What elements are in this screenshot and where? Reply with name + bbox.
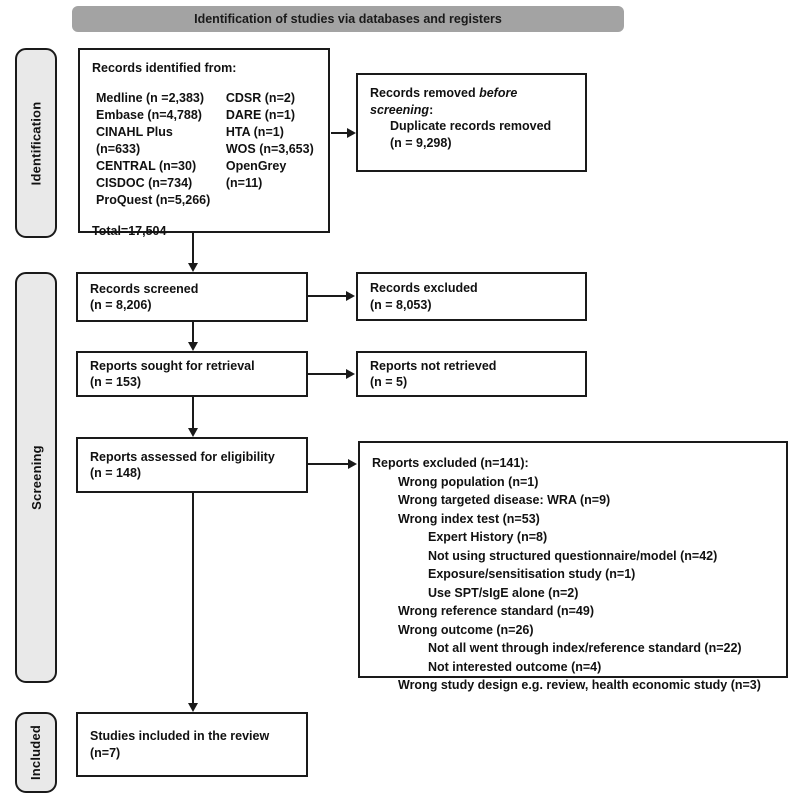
arrow-assessed-to-included-line: [192, 493, 194, 704]
arrow-identified-to-screened-head: [188, 263, 198, 272]
reports-sought-label: Reports sought for retrieval: [90, 358, 255, 373]
records-removed-detail: Duplicate records removed: [390, 119, 552, 133]
exclusion-reason-sub: Expert History (n=8): [428, 530, 548, 544]
exclusion-reason-sub: Use SPT/sIgE alone (n=2): [428, 585, 579, 600]
exclusion-reason: Wrong index test (n=53): [398, 511, 540, 526]
arrow-assessed-to-excluded-line: [308, 463, 349, 465]
arrow-screened-to-sought-line: [192, 322, 194, 343]
database-count: CDSR (n=2): [225, 90, 295, 105]
records-removed-count: (n = 9,298): [390, 135, 452, 150]
box-records-excluded: Records excluded (n = 8,053): [356, 272, 587, 321]
arrow-screened-to-excluded-head: [346, 291, 355, 301]
arrow-screened-to-excluded-line: [308, 295, 347, 297]
box-reports-assessed: Reports assessed for eligibility (n = 14…: [76, 437, 308, 493]
records-removed-title: Records removed before screening:: [370, 86, 518, 117]
stage-label-identification: Identification: [15, 48, 57, 238]
database-count: ProQuest (n=5,266): [96, 192, 211, 207]
reports-excluded-title: Reports excluded (n=141):: [372, 456, 529, 470]
box-reports-sought: Reports sought for retrieval (n = 153): [76, 351, 308, 397]
records-identified-col2: CDSR (n=2) DARE (n=1) HTA (n=1) WOS (n=3…: [226, 90, 316, 209]
arrow-sought-to-notretrieved-line: [308, 373, 347, 375]
arrow-sought-to-notretrieved-head: [346, 369, 355, 379]
studies-included-count: (n=7): [90, 745, 121, 760]
box-studies-included: Studies included in the review (n=7): [76, 712, 308, 777]
stage-label-included-text: Included: [28, 724, 44, 781]
exclusion-reason-sub: Not all went through index/reference sta…: [428, 641, 742, 655]
exclusion-reason-sub: Exposure/sensitisation study (n=1): [428, 567, 636, 581]
database-count: CINAHL Plus (n=633): [96, 124, 173, 156]
diagram-title: Identification of studies via databases …: [194, 12, 502, 26]
arrow-identified-to-removed-line: [331, 132, 348, 134]
database-count: CISDOC (n=734): [96, 175, 193, 190]
database-count: OpenGrey (n=11): [225, 158, 287, 190]
box-records-identified: Records identified from: Medline (n =2,3…: [78, 48, 330, 238]
arrow-sought-to-assessed-line: [192, 397, 194, 429]
reports-not-retrieved-label: Reports not retrieved: [370, 358, 497, 373]
diagram-header-banner: Identification of studies via databases …: [72, 6, 624, 32]
records-screened-label: Records screened: [90, 281, 199, 296]
box-records-removed: Records removed before screening: Duplic…: [356, 73, 587, 172]
arrow-assessed-to-excluded-head: [348, 459, 357, 469]
exclusion-reason: Wrong outcome (n=26): [398, 622, 534, 637]
reports-not-retrieved-count: (n = 5): [370, 375, 408, 389]
arrow-screened-to-sought-head: [188, 342, 198, 351]
records-identified-title: Records identified from:: [92, 61, 237, 75]
records-identified-col1: Medline (n =2,383) Embase (n=4,788) CINA…: [96, 90, 220, 209]
records-excluded-label: Records excluded: [370, 281, 478, 295]
arrow-identified-to-screened-line: [192, 233, 194, 264]
reports-sought-count: (n = 153): [90, 375, 142, 389]
records-screened-count: (n = 8,206): [90, 298, 152, 312]
exclusion-reason-sub: Not using structured questionnaire/model…: [428, 548, 718, 563]
box-records-screened: Records screened (n = 8,206): [76, 272, 308, 322]
exclusion-reason: Wrong reference standard (n=49): [398, 604, 595, 618]
studies-included-label: Studies included in the review: [90, 729, 270, 743]
arrow-assessed-to-included-head: [188, 703, 198, 712]
exclusion-reason: Wrong study design e.g. review, health e…: [398, 678, 761, 692]
database-count: Medline (n =2,383): [96, 90, 205, 105]
database-count: DARE (n=1): [225, 107, 295, 122]
database-count: HTA (n=1): [225, 124, 284, 139]
arrow-sought-to-assessed-head: [188, 428, 198, 437]
exclusion-reason: Wrong population (n=1): [398, 474, 539, 489]
stage-label-identification-text: Identification: [28, 101, 44, 185]
exclusion-reason-sub: Not interested outcome (n=4): [428, 659, 602, 674]
records-identified-columns: Medline (n =2,383) Embase (n=4,788) CINA…: [92, 90, 316, 209]
stage-label-screening-text: Screening: [28, 445, 44, 510]
exclusion-reason: Wrong targeted disease: WRA (n=9): [398, 493, 611, 507]
stage-label-included: Included: [15, 712, 57, 793]
database-count: WOS (n=3,653): [225, 141, 314, 156]
database-count: CENTRAL (n=30): [96, 158, 197, 173]
records-identified-total: Total=17,504: [92, 223, 167, 238]
records-excluded-count: (n = 8,053): [370, 297, 432, 312]
stage-label-screening: Screening: [15, 272, 57, 683]
box-reports-excluded: Reports excluded (n=141): Wrong populati…: [358, 441, 788, 692]
reports-assessed-label: Reports assessed for eligibility: [90, 449, 275, 464]
box-reports-not-retrieved: Reports not retrieved (n = 5): [356, 351, 587, 397]
reports-assessed-count: (n = 148): [90, 466, 142, 480]
arrow-identified-to-removed-head: [347, 128, 356, 138]
database-count: Embase (n=4,788): [96, 107, 202, 122]
